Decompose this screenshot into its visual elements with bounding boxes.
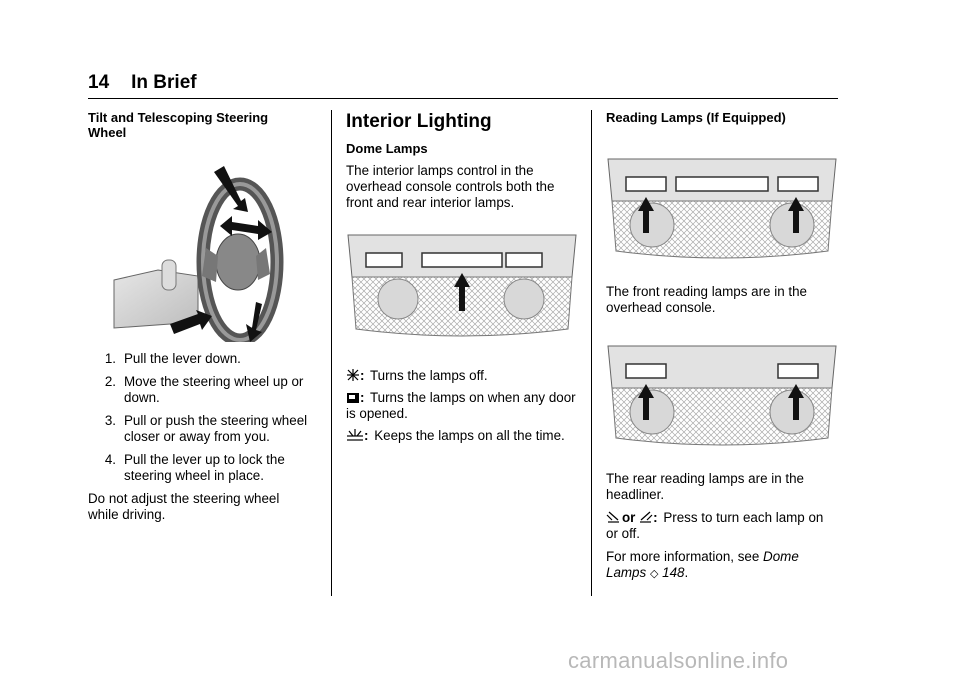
column-steering: Tilt and Telescoping Steering Wheel 1.Pu…	[88, 110, 316, 523]
steering-note: Do not adjust the steering wheel while d…	[88, 491, 280, 522]
reading-lamp-left-icon	[606, 510, 620, 526]
dome-lamps-intro: The interior lamps control in the overhe…	[346, 163, 555, 210]
lamps-off-icon: :	[346, 368, 364, 384]
page-title: In Brief	[131, 72, 197, 93]
dome-lamps-heading: Dome Lamps	[346, 141, 428, 156]
column-divider	[591, 110, 592, 596]
reading-lamp-item: or : Press to turn each lamp on or off.	[606, 510, 824, 541]
watermark: carmanualsonline.info	[568, 648, 789, 673]
column-divider	[331, 110, 332, 596]
front-reading-text: The front reading lamps are in the overh…	[606, 284, 807, 315]
column-reading-lamps: Reading Lamps (If Equipped) The front re…	[606, 110, 838, 582]
steering-wheel-illustration	[113, 166, 284, 347]
rear-reading-lamp-illustration	[607, 345, 837, 446]
lamps-on-icon: :	[346, 428, 368, 444]
page-ref-icon: ◇	[649, 568, 659, 580]
more-info-text: For more information, see Dome Lamps ◇ 1…	[606, 549, 799, 580]
steering-heading: Tilt and Telescoping Steering Wheel	[88, 110, 269, 140]
reading-lamp-right-icon: :	[639, 510, 658, 526]
dome-lamps-link[interactable]: Dome Lamps	[606, 549, 799, 580]
page-number: 14	[88, 72, 110, 93]
list-item: 2.Move the steering wheel up or down.	[104, 374, 304, 405]
section-title: Interior Lighting	[346, 111, 492, 132]
door-lamp-icon: :	[346, 390, 364, 406]
dome-item: : Turns the lamps off.	[346, 368, 578, 384]
dome-item: : Turns the lamps on when any door is op…	[346, 390, 576, 421]
page-header: 14 In Brief	[88, 72, 197, 94]
list-item: 1.Pull the lever down.	[104, 351, 241, 366]
header-rule	[88, 98, 838, 99]
reading-lamps-heading: Reading Lamps (If Equipped)	[606, 110, 786, 125]
front-reading-lamp-illustration	[607, 158, 837, 259]
column-interior-lighting: Interior Lighting Dome Lamps The interio…	[346, 110, 578, 444]
list-item: 4.Pull the lever up to lock the steering…	[104, 452, 285, 483]
dome-lamp-console-illustration	[347, 234, 577, 337]
list-item: 3.Pull or push the steering wheel closer…	[104, 413, 308, 444]
rear-reading-text: The rear reading lamps are in the headli…	[606, 471, 804, 502]
page-ref-number[interactable]: 148	[662, 565, 685, 580]
dome-item: : Keeps the lamps on all the time.	[346, 428, 578, 444]
steering-steps: 1.Pull the lever down. 2.Move the steeri…	[88, 351, 316, 484]
